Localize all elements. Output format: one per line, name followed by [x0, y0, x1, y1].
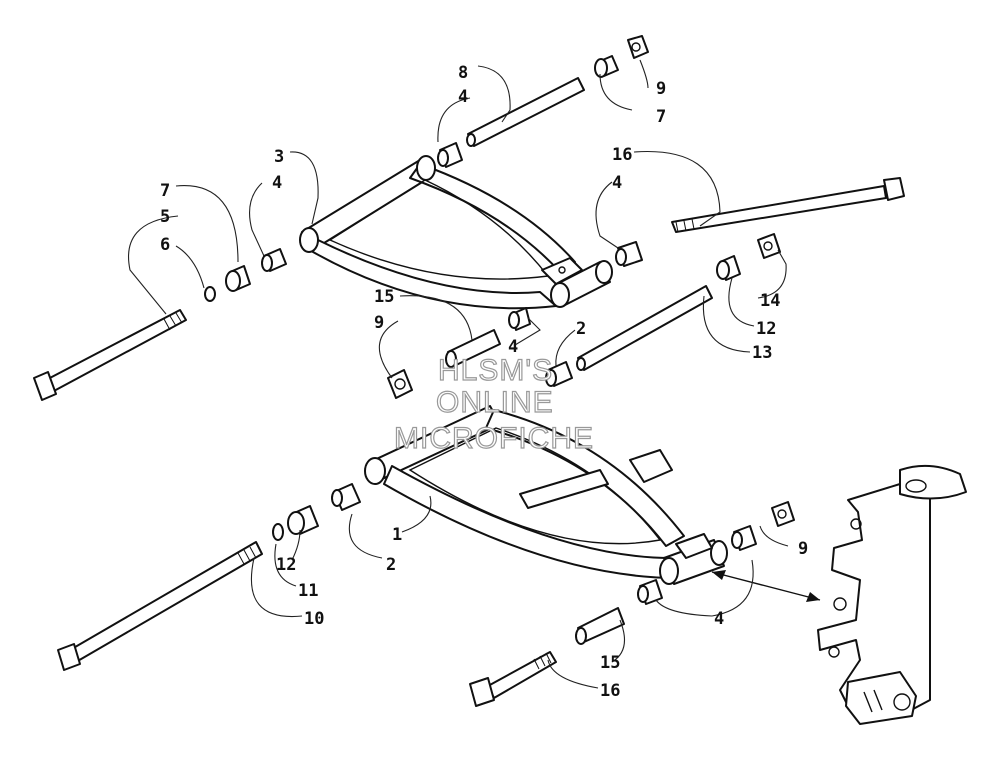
lower-right-bolt-assembly [469, 501, 795, 707]
upper-a-arm [299, 155, 613, 310]
callout-9: 9 [798, 539, 808, 559]
callout-7: 7 [656, 107, 666, 127]
callout-4: 4 [272, 173, 282, 193]
callout-7: 7 [160, 181, 170, 201]
callout-12: 12 [276, 555, 296, 575]
upper-left-bolt-assembly [33, 248, 287, 401]
callout-13: 13 [752, 343, 772, 363]
callout-9: 9 [656, 79, 666, 99]
watermark-line-3: MICROFICHE [394, 422, 594, 455]
watermark-line-1: HLSM'S [438, 354, 553, 387]
callout-1: 1 [392, 525, 402, 545]
callout-2: 2 [576, 319, 586, 339]
callout-15: 15 [374, 287, 394, 307]
watermark: HLSM'S ONLINE MICROFICHE [393, 353, 594, 455]
callout-labels: 8 4 9 7 3 4 16 4 7 5 6 15 9 4 2 14 12 13… [160, 63, 808, 701]
lower-pivot-bolt [576, 233, 781, 371]
callout-11: 11 [298, 581, 318, 601]
callout-14: 14 [760, 291, 780, 311]
callout-9: 9 [374, 313, 384, 333]
callout-8: 8 [458, 63, 468, 83]
leader-lines [128, 59, 789, 689]
callout-12: 12 [756, 319, 776, 339]
callout-16: 16 [600, 681, 620, 701]
callout-16: 16 [612, 145, 632, 165]
callout-2: 2 [386, 555, 396, 575]
callout-3: 3 [274, 147, 284, 167]
callout-4: 4 [612, 173, 622, 193]
callout-5: 5 [160, 207, 170, 227]
lower-left-bolt-assembly [57, 483, 361, 671]
upper-right-bolt-assembly [615, 177, 905, 267]
callout-10: 10 [304, 609, 324, 629]
spindle-knuckle [817, 464, 967, 725]
watermark-line-2: ONLINE [436, 386, 554, 419]
middle-hardware [387, 307, 573, 399]
callout-4: 4 [508, 337, 518, 357]
lower-a-arm [364, 405, 728, 585]
upper-pivot-bolt [437, 35, 649, 168]
callout-4: 4 [714, 609, 724, 629]
callout-4: 4 [458, 87, 468, 107]
callout-15: 15 [600, 653, 620, 673]
assembly-arrow [711, 570, 821, 602]
callout-6: 6 [160, 235, 170, 255]
